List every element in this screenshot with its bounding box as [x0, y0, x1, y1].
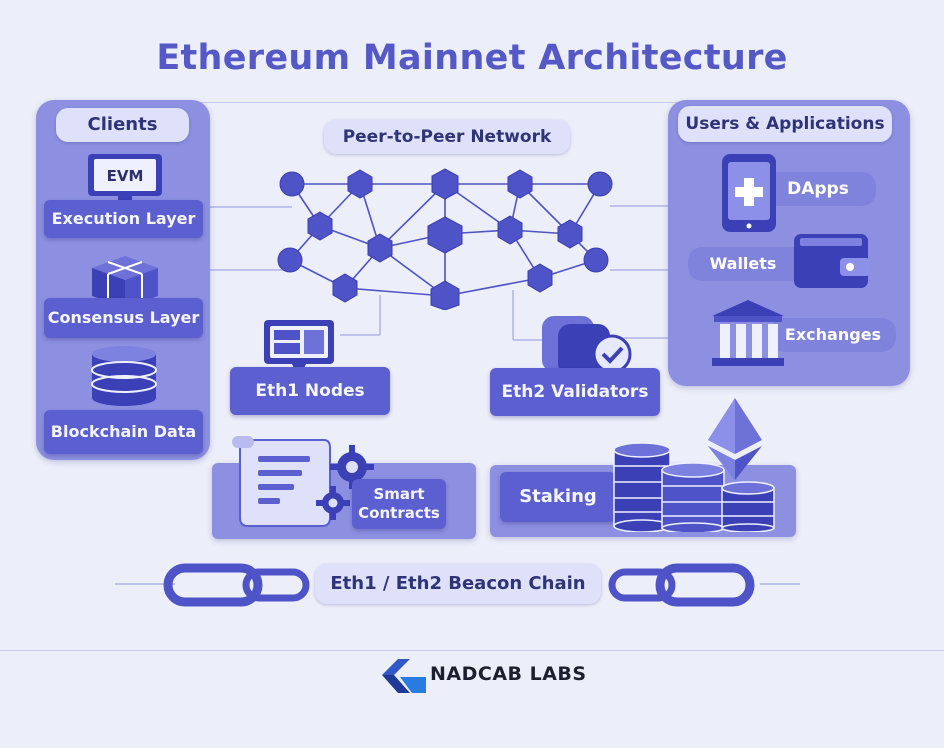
database-icon	[91, 346, 157, 406]
consensus-layer-label: Consensus Layer	[44, 298, 203, 338]
diagram-title: Ethereum Mainnet Architecture	[156, 38, 788, 78]
screen-icon	[264, 320, 334, 372]
staking-label: Staking	[500, 472, 616, 522]
footer-divider	[0, 650, 944, 651]
gear-icon	[330, 445, 374, 489]
scroll-icon	[232, 436, 331, 527]
smart-contracts-line1: Smart	[373, 485, 425, 503]
exchanges-label: Exchanges	[770, 318, 896, 352]
bank-icon	[712, 300, 784, 366]
title-divider	[200, 102, 760, 103]
coin-stack-icon	[613, 442, 775, 532]
cube-icon	[92, 256, 158, 308]
chain-link-icon	[163, 563, 755, 607]
beacon-chain-label: Eth1 / Eth2 Beacon Chain	[315, 564, 601, 604]
clients-header: Clients	[56, 108, 189, 142]
blockchain-data-label: Blockchain Data	[44, 410, 203, 454]
gear-icon	[316, 486, 350, 520]
evm-label: EVM	[106, 167, 144, 185]
smart-contracts-line2: Contracts	[358, 504, 440, 522]
validator-check-icon	[542, 316, 632, 376]
users-header: Users & Applications	[678, 106, 892, 142]
eth1-nodes-label: Eth1 Nodes	[230, 367, 390, 415]
ethereum-icon	[708, 398, 762, 480]
wallet-icon	[794, 234, 870, 288]
execution-layer-label: Execution Layer	[44, 200, 203, 238]
smart-contracts-label: Smart Contracts	[352, 479, 446, 529]
p2p-network-label: Peer-to-Peer Network	[324, 120, 570, 154]
phone-icon	[722, 154, 776, 232]
p2p-network-graph	[277, 168, 613, 310]
nadcab-logo-icon	[382, 659, 426, 693]
eth2-validators-label: Eth2 Validators	[490, 368, 660, 416]
brand-name: NADCAB LABS	[430, 663, 587, 685]
